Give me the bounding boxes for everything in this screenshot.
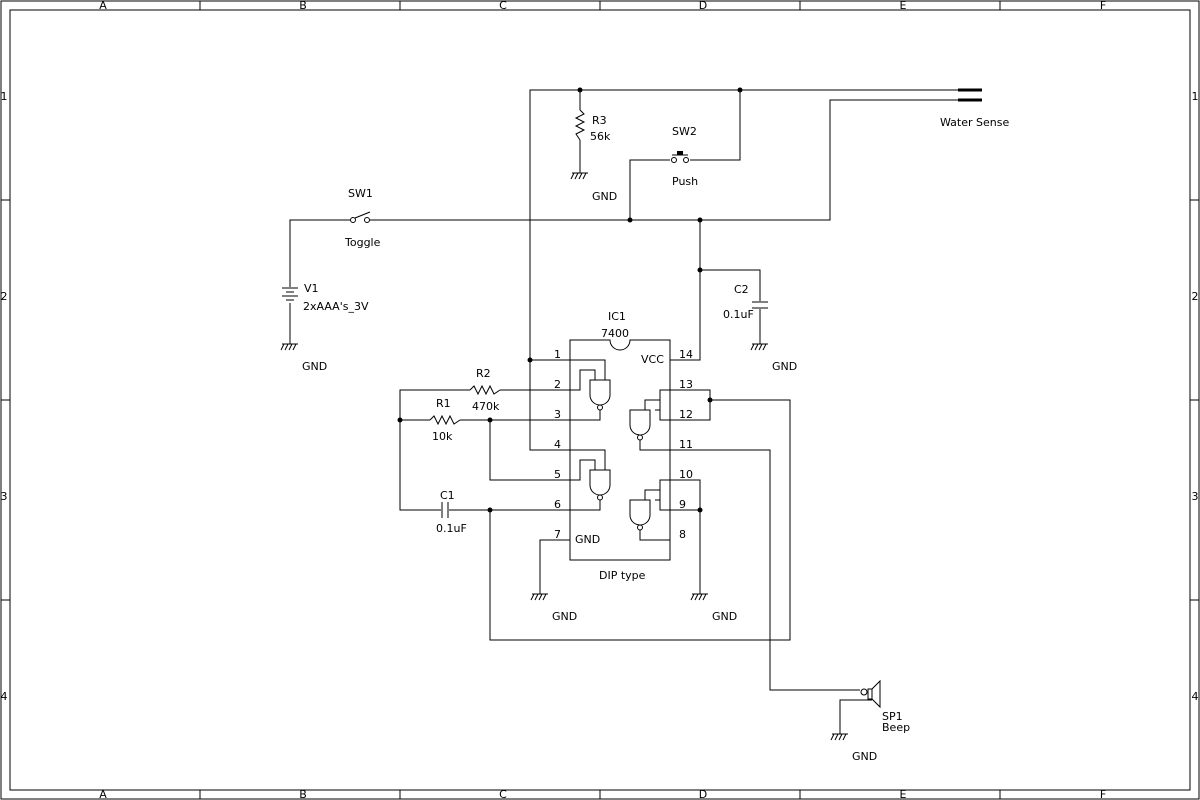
ground-icon [830,733,848,741]
r3-resistor: R3 56k [574,109,611,143]
inner-border [9,9,1191,791]
sw1-ref: SW1 [348,187,373,200]
row-label-right: 3 [1192,490,1199,503]
ic1-pin-number: 13 [679,378,693,391]
ic1-pin-number: 3 [554,408,561,421]
r1-value: 10k [432,430,453,443]
row-label-left: 2 [1,290,8,303]
junction-dots [397,87,743,513]
ic1-7400-chip: IC1 7400 VCC GND DIP type 1 2 3 4 5 6 7 … [554,310,693,582]
col-label-bottom: D [699,788,707,800]
ic1-pin-number: 7 [554,528,561,541]
ic1-pin-number: 11 [679,438,693,451]
col-label-top: A [99,0,107,12]
column-markers: A B C D E F A B C D E F [99,0,1106,800]
sw1-value: Toggle [344,236,381,249]
r2-ref: R2 [476,367,491,380]
v1-battery: V1 2xAAA's_3V [282,282,369,313]
ic1-pin-number: 10 [679,468,693,481]
ic1-pin-number: 8 [679,528,686,541]
gnd-label: GND [712,610,737,623]
gnd-label: GND [302,360,327,373]
ic1-vcc-label: VCC [641,353,664,366]
ic1-pin-number: 5 [554,468,561,481]
water-sense-probes: Water Sense [940,88,1009,129]
c1-capacitor: C1 0.1uF [436,489,467,535]
gnd-label: GND [592,190,617,203]
water-sense-label: Water Sense [940,116,1009,129]
ic1-gnd-label: GND [575,533,600,546]
sp1-ref: SP1 [882,710,903,723]
ic1-pin-number: 4 [554,438,561,451]
ic1-pin-number: 12 [679,408,693,421]
sw2-push-button: SW2 Push [671,125,698,188]
ic1-pin-number: 1 [554,348,561,361]
col-label-top: B [299,0,307,12]
ground-icon [750,343,768,351]
ground-icon [530,593,548,601]
r3-ref: R3 [592,114,607,127]
wires [289,89,960,734]
sw1-toggle-switch: SW1 Toggle [344,187,381,249]
row-markers: 1 2 3 4 1 2 3 4 [1,90,1199,703]
nand-gate-d [629,479,670,541]
sp1-value: Beep [882,721,910,734]
nand-gate-c [629,389,670,451]
ground-icon [280,343,298,351]
ground-symbols: GND GND GND GND GND [280,172,877,763]
c2-ref: C2 [734,283,749,296]
v1-value: 2xAAA's_3V [303,300,369,313]
ic1-pin-number: 14 [679,348,693,361]
r2-resistor: R2 470k [469,367,501,413]
gnd-label: GND [772,360,797,373]
nand-gate-a [570,359,611,421]
ic1-value: 7400 [601,327,629,340]
v1-ref: V1 [304,282,319,295]
col-label-top: E [900,0,907,12]
c1-ref: C1 [440,489,455,502]
col-label-bottom: C [499,788,507,800]
ground-icon [690,593,708,601]
ic1-pin-number: 6 [554,498,561,511]
r1-ref: R1 [436,397,451,410]
sw2-ref: SW2 [672,125,697,138]
ground-icon [570,172,588,180]
r3-value: 56k [590,130,611,143]
col-label-top: D [699,0,707,12]
ic1-package-label: DIP type [599,569,646,582]
r2-value: 470k [472,400,500,413]
c2-value: 0.1uF [723,308,754,321]
nand-gate-b [570,449,611,511]
col-label-bottom: A [99,788,107,800]
sp1-speaker: SP1 Beep [860,679,910,734]
col-label-bottom: F [1100,788,1106,800]
ic1-pin-number: 2 [554,378,561,391]
c2-capacitor: C2 0.1uF [723,283,768,321]
row-label-left: 1 [1,90,8,103]
row-label-left: 3 [1,490,8,503]
col-label-bottom: E [900,788,907,800]
col-label-bottom: B [299,788,307,800]
col-label-top: C [499,0,507,12]
col-label-top: F [1100,0,1106,12]
gnd-label: GND [552,610,577,623]
ic1-ref: IC1 [608,310,626,323]
r1-resistor: R1 10k [429,397,461,443]
row-label-right: 4 [1192,690,1199,703]
sw2-value: Push [672,175,698,188]
row-label-right: 1 [1192,90,1199,103]
row-label-right: 2 [1192,290,1199,303]
row-label-left: 4 [1,690,8,703]
ic1-pin-number: 9 [679,498,686,511]
c1-value: 0.1uF [436,522,467,535]
gnd-label: GND [852,750,877,763]
ic1-body [569,339,671,561]
